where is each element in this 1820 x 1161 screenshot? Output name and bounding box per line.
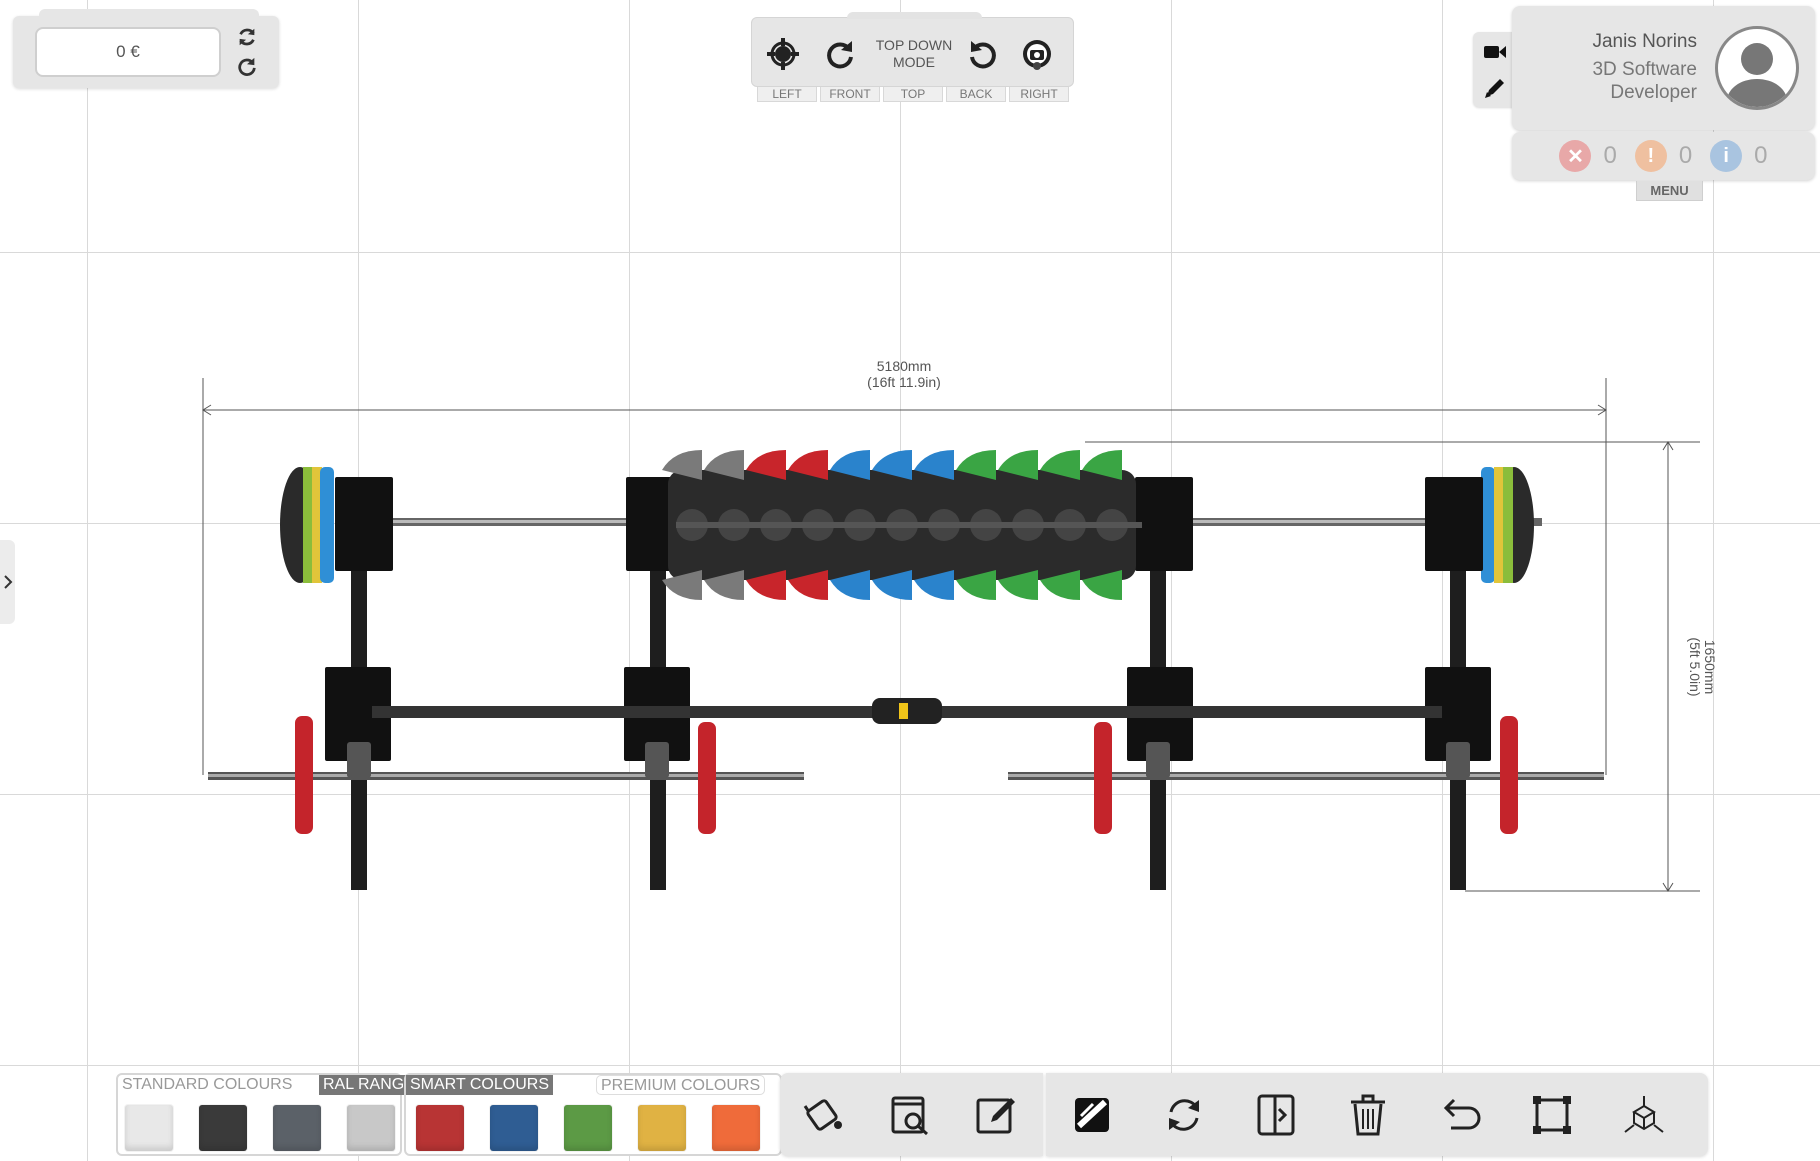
warning-icon: ! [1634,140,1667,172]
view-mode-label[interactable]: TOP DOWN MODE [875,37,953,70]
warning-count[interactable]: ! 0 [1634,140,1693,172]
grid-line [0,1065,1820,1066]
exit-door-icon [1257,1094,1295,1136]
edit-tools-bar [780,1073,1043,1156]
pencil-icon[interactable] [1483,76,1507,100]
swatch-silver[interactable] [347,1105,395,1151]
axis-3d-icon [1624,1096,1664,1133]
center-view-icon[interactable] [766,37,800,71]
error-count-value: 0 [1603,142,1617,169]
rotate-counterclockwise-icon[interactable] [966,37,1000,71]
price-panel-tab [39,9,259,17]
swatch-orange[interactable] [712,1105,760,1151]
reset-icon[interactable] [236,56,258,78]
rotate-clockwise-icon[interactable] [823,37,857,71]
rotate-icon [1169,1099,1199,1131]
swatch-yellow[interactable] [638,1105,686,1151]
tab-smart-colours[interactable]: SMART COLOURS [406,1075,553,1095]
quick-tools-panel [1473,32,1518,107]
view-top-button[interactable]: TOP [883,87,943,102]
edit-note-icon [976,1098,1015,1134]
paint-button[interactable] [801,1092,847,1138]
swatch-white[interactable] [125,1105,173,1151]
rotate-object-button[interactable] [1161,1092,1207,1138]
grid-line [87,0,88,1161]
avatar[interactable] [1715,26,1799,110]
depth-mm-label: 1650mm [1702,640,1718,694]
standard-colours-group: STANDARD COLOURS RAL RANGE [116,1073,419,1156]
view-toolbar: TOP DOWN MODE [751,12,1074,87]
grid-line [0,252,1820,253]
warning-count-value: 0 [1678,142,1693,169]
info-count-value: 0 [1754,142,1768,169]
colour-palette: STANDARD COLOURS RAL RANGE SMART COLOURS… [116,1073,782,1156]
view-front-button[interactable]: FRONT [820,87,880,102]
kettlebell-row [662,450,1142,600]
chevron-right-icon [3,575,12,589]
refresh-icon[interactable] [236,26,258,48]
tab-premium-colours[interactable]: PREMIUM COLOURS [596,1075,766,1095]
hide-button[interactable] [1069,1092,1115,1138]
error-count[interactable]: ✕ 0 [1559,140,1617,172]
info-icon: i [1710,140,1743,172]
grid-line [0,794,1820,795]
info-count[interactable]: i 0 [1710,140,1768,172]
left-bumper-plates [280,467,334,583]
bounding-box-button[interactable] [1529,1092,1575,1138]
view-back-button[interactable]: BACK [946,87,1006,102]
width-mm-label: 5180mm [877,358,931,374]
preview-icon [891,1096,928,1136]
exit-button[interactable] [1253,1092,1299,1138]
swatch-red[interactable] [416,1105,464,1151]
grid-line [1713,0,1714,1161]
view-right-button[interactable]: RIGHT [1009,87,1069,102]
view-buttons: LEFT FRONT TOP BACK RIGHT [757,87,1069,102]
depth-imperial-label: (5ft 5.0in) [1687,637,1703,696]
swatch-blue[interactable] [490,1105,538,1151]
trash-icon [1351,1094,1385,1136]
axis-3d-button[interactable] [1621,1092,1667,1138]
depth-dimension [1085,441,1700,892]
view-left-button[interactable]: LEFT [757,87,817,102]
screenshot-camera-icon[interactable] [1020,37,1054,71]
object-tools-bar [1046,1073,1708,1156]
swatch-green[interactable] [564,1105,612,1151]
undo-button[interactable] [1437,1092,1483,1138]
right-bumper-plates [1481,467,1534,583]
smart-colours-group: SMART COLOURS PREMIUM COLOURS [404,1073,782,1156]
tab-ral-range[interactable]: RAL RANGE [319,1075,419,1095]
price-panel: 0 € [13,9,279,88]
paint-bucket-icon [803,1099,842,1131]
swatch-black[interactable] [199,1105,247,1151]
view-toolbar-tab [847,12,982,19]
width-imperial-label: (16ft 11.9in) [867,374,941,390]
tab-standard-colours[interactable]: STANDARD COLOURS [122,1076,293,1093]
grid-line [629,0,630,1161]
price-display: 0 € [35,27,221,77]
menu-button[interactable]: MENU [1636,181,1703,201]
grid-line [1442,0,1443,1161]
user-name: Janis Norins [1592,31,1697,52]
width-dimension [202,378,1607,775]
user-panel[interactable]: Janis Norins 3D Software Developer [1512,6,1815,130]
swatch-dark-grey[interactable] [273,1105,321,1151]
delete-button[interactable] [1345,1092,1391,1138]
right-barbell [1008,716,1604,834]
undo-icon [1443,1098,1481,1130]
grid-line [1171,0,1172,1161]
status-panel: ✕ 0 ! 0 i 0 [1512,132,1815,180]
slash-hide-icon [1075,1098,1109,1132]
user-avatar-icon [1727,43,1787,107]
preview-button[interactable] [887,1092,933,1138]
video-camera-icon[interactable] [1483,42,1507,62]
notes-button[interactable] [973,1092,1019,1138]
user-role: 3D Software Developer [1592,59,1697,103]
left-barbell [208,716,804,834]
error-icon: ✕ [1559,140,1592,172]
bounding-box-icon [1533,1096,1571,1134]
left-drawer-toggle[interactable] [0,540,15,624]
